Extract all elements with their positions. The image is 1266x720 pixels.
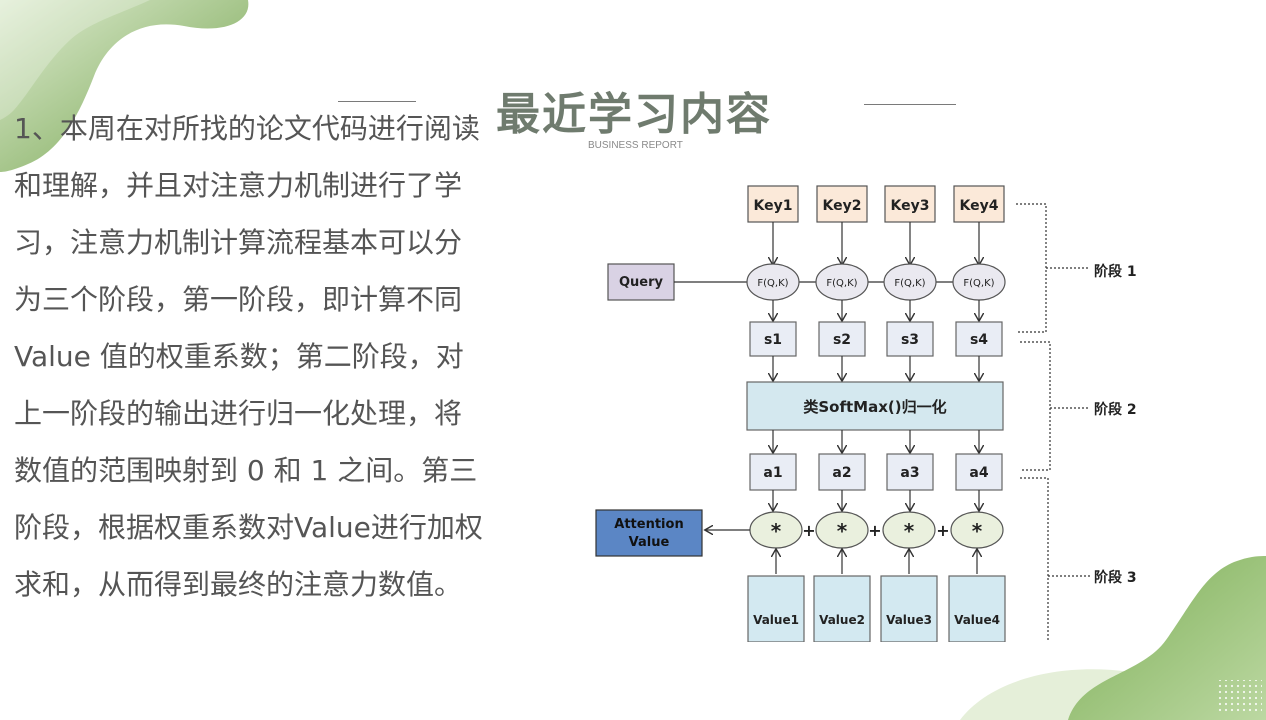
value-box-3: Value3 xyxy=(880,575,938,642)
key-label: Key3 xyxy=(891,198,930,214)
top-left-wave-highlight xyxy=(0,0,150,120)
func-label: F(Q,K) xyxy=(894,278,925,289)
weight-label: a1 xyxy=(763,465,782,481)
mult-node-4: * xyxy=(950,511,1004,549)
weight-row: a1 a2 a3 a4 xyxy=(749,453,1003,491)
plus-sign: + xyxy=(936,521,949,540)
score-label: s3 xyxy=(901,332,919,348)
dot-grid-pattern xyxy=(1216,680,1262,712)
func-label: F(Q,K) xyxy=(826,278,857,289)
score-box-1: s1 xyxy=(749,321,797,357)
weight-box-1: a1 xyxy=(749,453,797,491)
bottom-right-wave-shape xyxy=(1068,556,1266,720)
stage-3-label: 阶段 3 xyxy=(1094,569,1137,586)
func-row: F(Q,K) F(Q,K) F(Q,K) F(Q,K) xyxy=(746,263,1006,301)
top-left-wave-shape xyxy=(0,0,249,172)
attention-label-line1: Attention xyxy=(614,517,683,532)
func-node-3: F(Q,K) xyxy=(883,263,937,301)
weight-label: a2 xyxy=(832,465,851,481)
value-label: Value3 xyxy=(886,613,932,627)
score-row: s1 s2 s3 s4 xyxy=(749,321,1003,357)
func-label: F(Q,K) xyxy=(757,278,788,289)
softmax-to-weight-arrows xyxy=(773,430,979,452)
sum-connectors: + + + xyxy=(706,521,950,540)
softmax-label: 类SoftMax()归一化 xyxy=(803,398,946,416)
score-label: s4 xyxy=(970,332,988,348)
score-label: s1 xyxy=(764,332,782,348)
key-box-1: Key1 xyxy=(747,185,799,223)
key-box-3: Key3 xyxy=(884,185,936,223)
key-to-func-arrows xyxy=(773,222,979,264)
weight-box-4: a4 xyxy=(955,453,1003,491)
key-box-4: Key4 xyxy=(953,185,1005,223)
value-label: Value2 xyxy=(819,613,865,627)
func-node-4: F(Q,K) xyxy=(952,263,1006,301)
weight-to-mult-arrows xyxy=(773,490,979,510)
query-node: Query xyxy=(607,263,675,301)
value-box-1: Value1 xyxy=(747,575,805,642)
func-node-2: F(Q,K) xyxy=(815,263,869,301)
slide-title: 最近学习内容 xyxy=(496,89,772,140)
attention-diagram: Key1 Key2 Key3 Key4 Query xyxy=(595,185,1137,642)
value-label: Value1 xyxy=(753,613,799,627)
value-to-mult-arrows xyxy=(776,550,977,574)
mult-node-1: * xyxy=(749,511,803,549)
key-label: Key1 xyxy=(754,198,793,214)
score-label: s2 xyxy=(833,332,851,348)
attention-label-line2: Value xyxy=(629,535,670,550)
value-row: Value1 Value2 Value3 Value4 xyxy=(747,575,1006,642)
mult-label: * xyxy=(972,519,983,543)
stage-2-bracket xyxy=(1020,341,1051,471)
value-box-4: Value4 xyxy=(948,575,1006,642)
func-label: F(Q,K) xyxy=(963,278,994,289)
stage-1-bracket xyxy=(1016,203,1047,333)
weight-label: a4 xyxy=(969,465,988,481)
query-label: Query xyxy=(619,275,664,290)
softmax-box: 类SoftMax()归一化 xyxy=(746,381,1004,431)
mult-label: * xyxy=(837,519,848,543)
stage-1-label: 阶段 1 xyxy=(1094,263,1137,280)
key-label: Key2 xyxy=(823,198,862,214)
stage-3-bracket xyxy=(1020,477,1049,642)
mult-node-2: * xyxy=(815,511,869,549)
value-box-2: Value2 xyxy=(813,575,871,642)
key-row: Key1 Key2 Key3 Key4 xyxy=(747,185,1005,223)
score-to-softmax-arrows xyxy=(773,356,979,380)
stage-2-label: 阶段 2 xyxy=(1094,401,1137,418)
title-rule-left xyxy=(338,101,416,102)
score-box-3: s3 xyxy=(886,321,934,357)
score-box-2: s2 xyxy=(818,321,866,357)
weight-box-3: a3 xyxy=(886,453,934,491)
title-rule-right xyxy=(864,104,956,105)
func-to-score-arrows xyxy=(773,300,979,320)
weight-label: a3 xyxy=(900,465,919,481)
weight-box-2: a2 xyxy=(818,453,866,491)
key-box-2: Key2 xyxy=(816,185,868,223)
score-box-4: s4 xyxy=(955,321,1003,357)
plus-sign: + xyxy=(868,521,881,540)
stage-brackets xyxy=(1016,203,1090,642)
mult-label: * xyxy=(904,519,915,543)
plus-sign: + xyxy=(802,521,815,540)
mult-row: * * * * xyxy=(749,511,1004,549)
body-paragraph: 1、本周在对所找的论文代码进行阅读和理解，并且对注意力机制进行了学习，注意力机制… xyxy=(14,112,483,601)
mult-label: * xyxy=(771,519,782,543)
slide-subtitle: BUSINESS REPORT xyxy=(588,140,683,151)
key-label: Key4 xyxy=(960,198,999,214)
value-label: Value4 xyxy=(954,613,1000,627)
mult-node-3: * xyxy=(882,511,936,549)
func-node-1: F(Q,K) xyxy=(746,263,800,301)
attention-value-node: Attention Value xyxy=(595,509,703,557)
